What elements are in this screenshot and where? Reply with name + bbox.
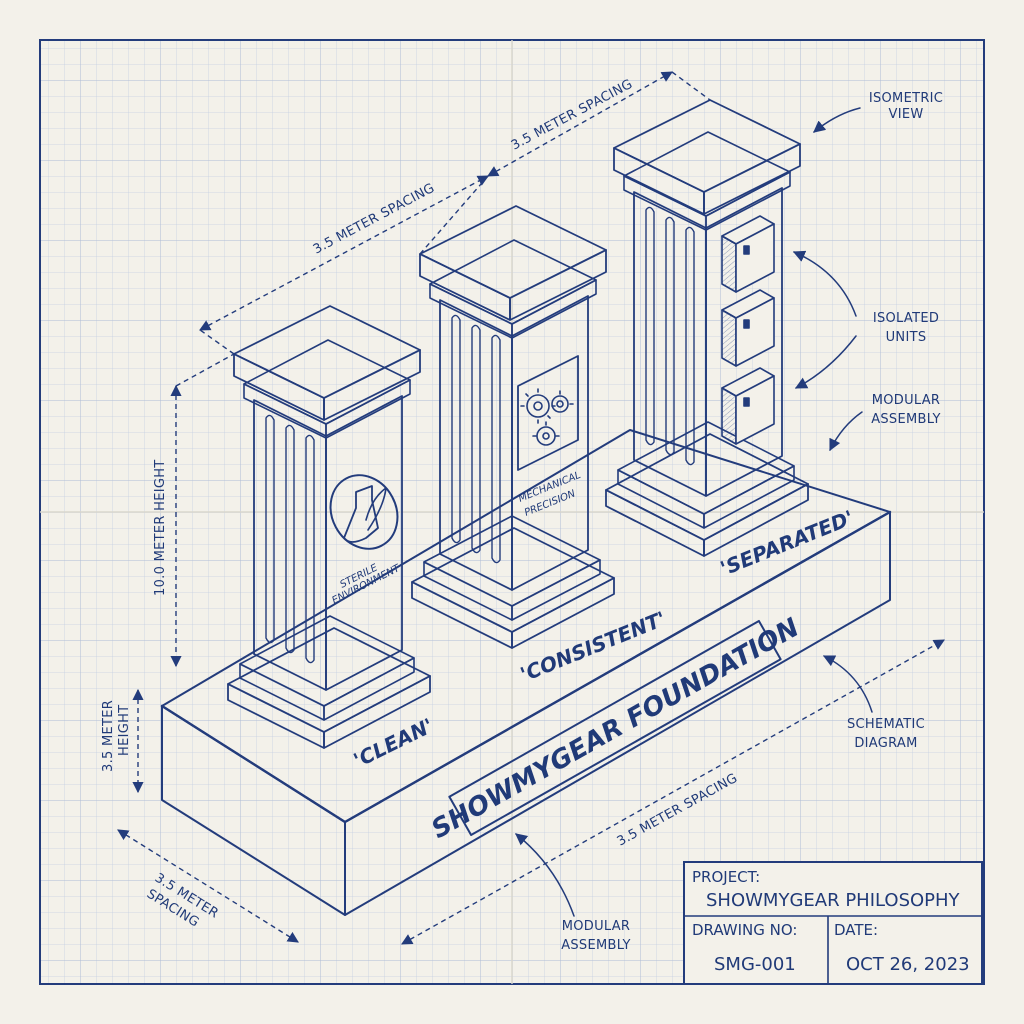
callout-modular-assembly-bottom: MODULAR ASSEMBLY [515, 833, 631, 953]
pillar-separated [605, 99, 809, 557]
callout-schematic-diagram: SCHEMATIC DIAGRAM [822, 655, 925, 751]
gears-icon [520, 388, 574, 446]
title-block-drawing-value: SMG-001 [714, 954, 796, 975]
title-block-drawing-label: DRAWING NO: [692, 921, 798, 939]
callout-isolated-line1: ISOLATED [873, 311, 939, 326]
callout-modular-bottom-line2: ASSEMBLY [561, 938, 631, 953]
callout-modular-line1: MODULAR [872, 393, 941, 408]
title-block-date-label: DATE: [834, 921, 878, 939]
callout-isometric-line1: ISOMETRIC [869, 91, 943, 106]
callout-modular-assembly: MODULAR ASSEMBLY [829, 393, 941, 452]
callout-isolated-line2: UNITS [886, 330, 927, 345]
title-block-date-value: OCT 26, 2023 [846, 954, 970, 975]
dimension-base-height-line2: HEIGHT [117, 705, 132, 756]
callout-isometric-line2: VIEW [889, 107, 924, 122]
dimension-base-height-line1: 3.5 METER [101, 700, 116, 772]
callout-schematic-line1: SCHEMATIC [847, 717, 925, 732]
callout-isolated-units: ISOLATED UNITS [792, 250, 939, 389]
flask-leaf-icon [329, 474, 399, 550]
dimension-pillar-height-text: 10.0 METER HEIGHT [153, 459, 168, 596]
title-block-project-value: SHOWMYGEAR PHILOSOPHY [706, 890, 961, 911]
callout-modular-line2: ASSEMBLY [871, 412, 941, 427]
title-block: PROJECT: SHOWMYGEAR PHILOSOPHY DRAWING N… [683, 861, 983, 985]
dimension-base-height: 3.5 METER HEIGHT [101, 688, 144, 794]
callout-isometric-view: ISOMETRIC VIEW [813, 91, 943, 133]
callout-modular-bottom-line1: MODULAR [562, 919, 631, 934]
callout-schematic-line2: DIAGRAM [854, 736, 917, 751]
dimension-pillar-height: 10.0 METER HEIGHT [153, 353, 235, 668]
title-block-project-label: PROJECT: [692, 868, 760, 886]
cabinet-box-icon [721, 215, 775, 445]
